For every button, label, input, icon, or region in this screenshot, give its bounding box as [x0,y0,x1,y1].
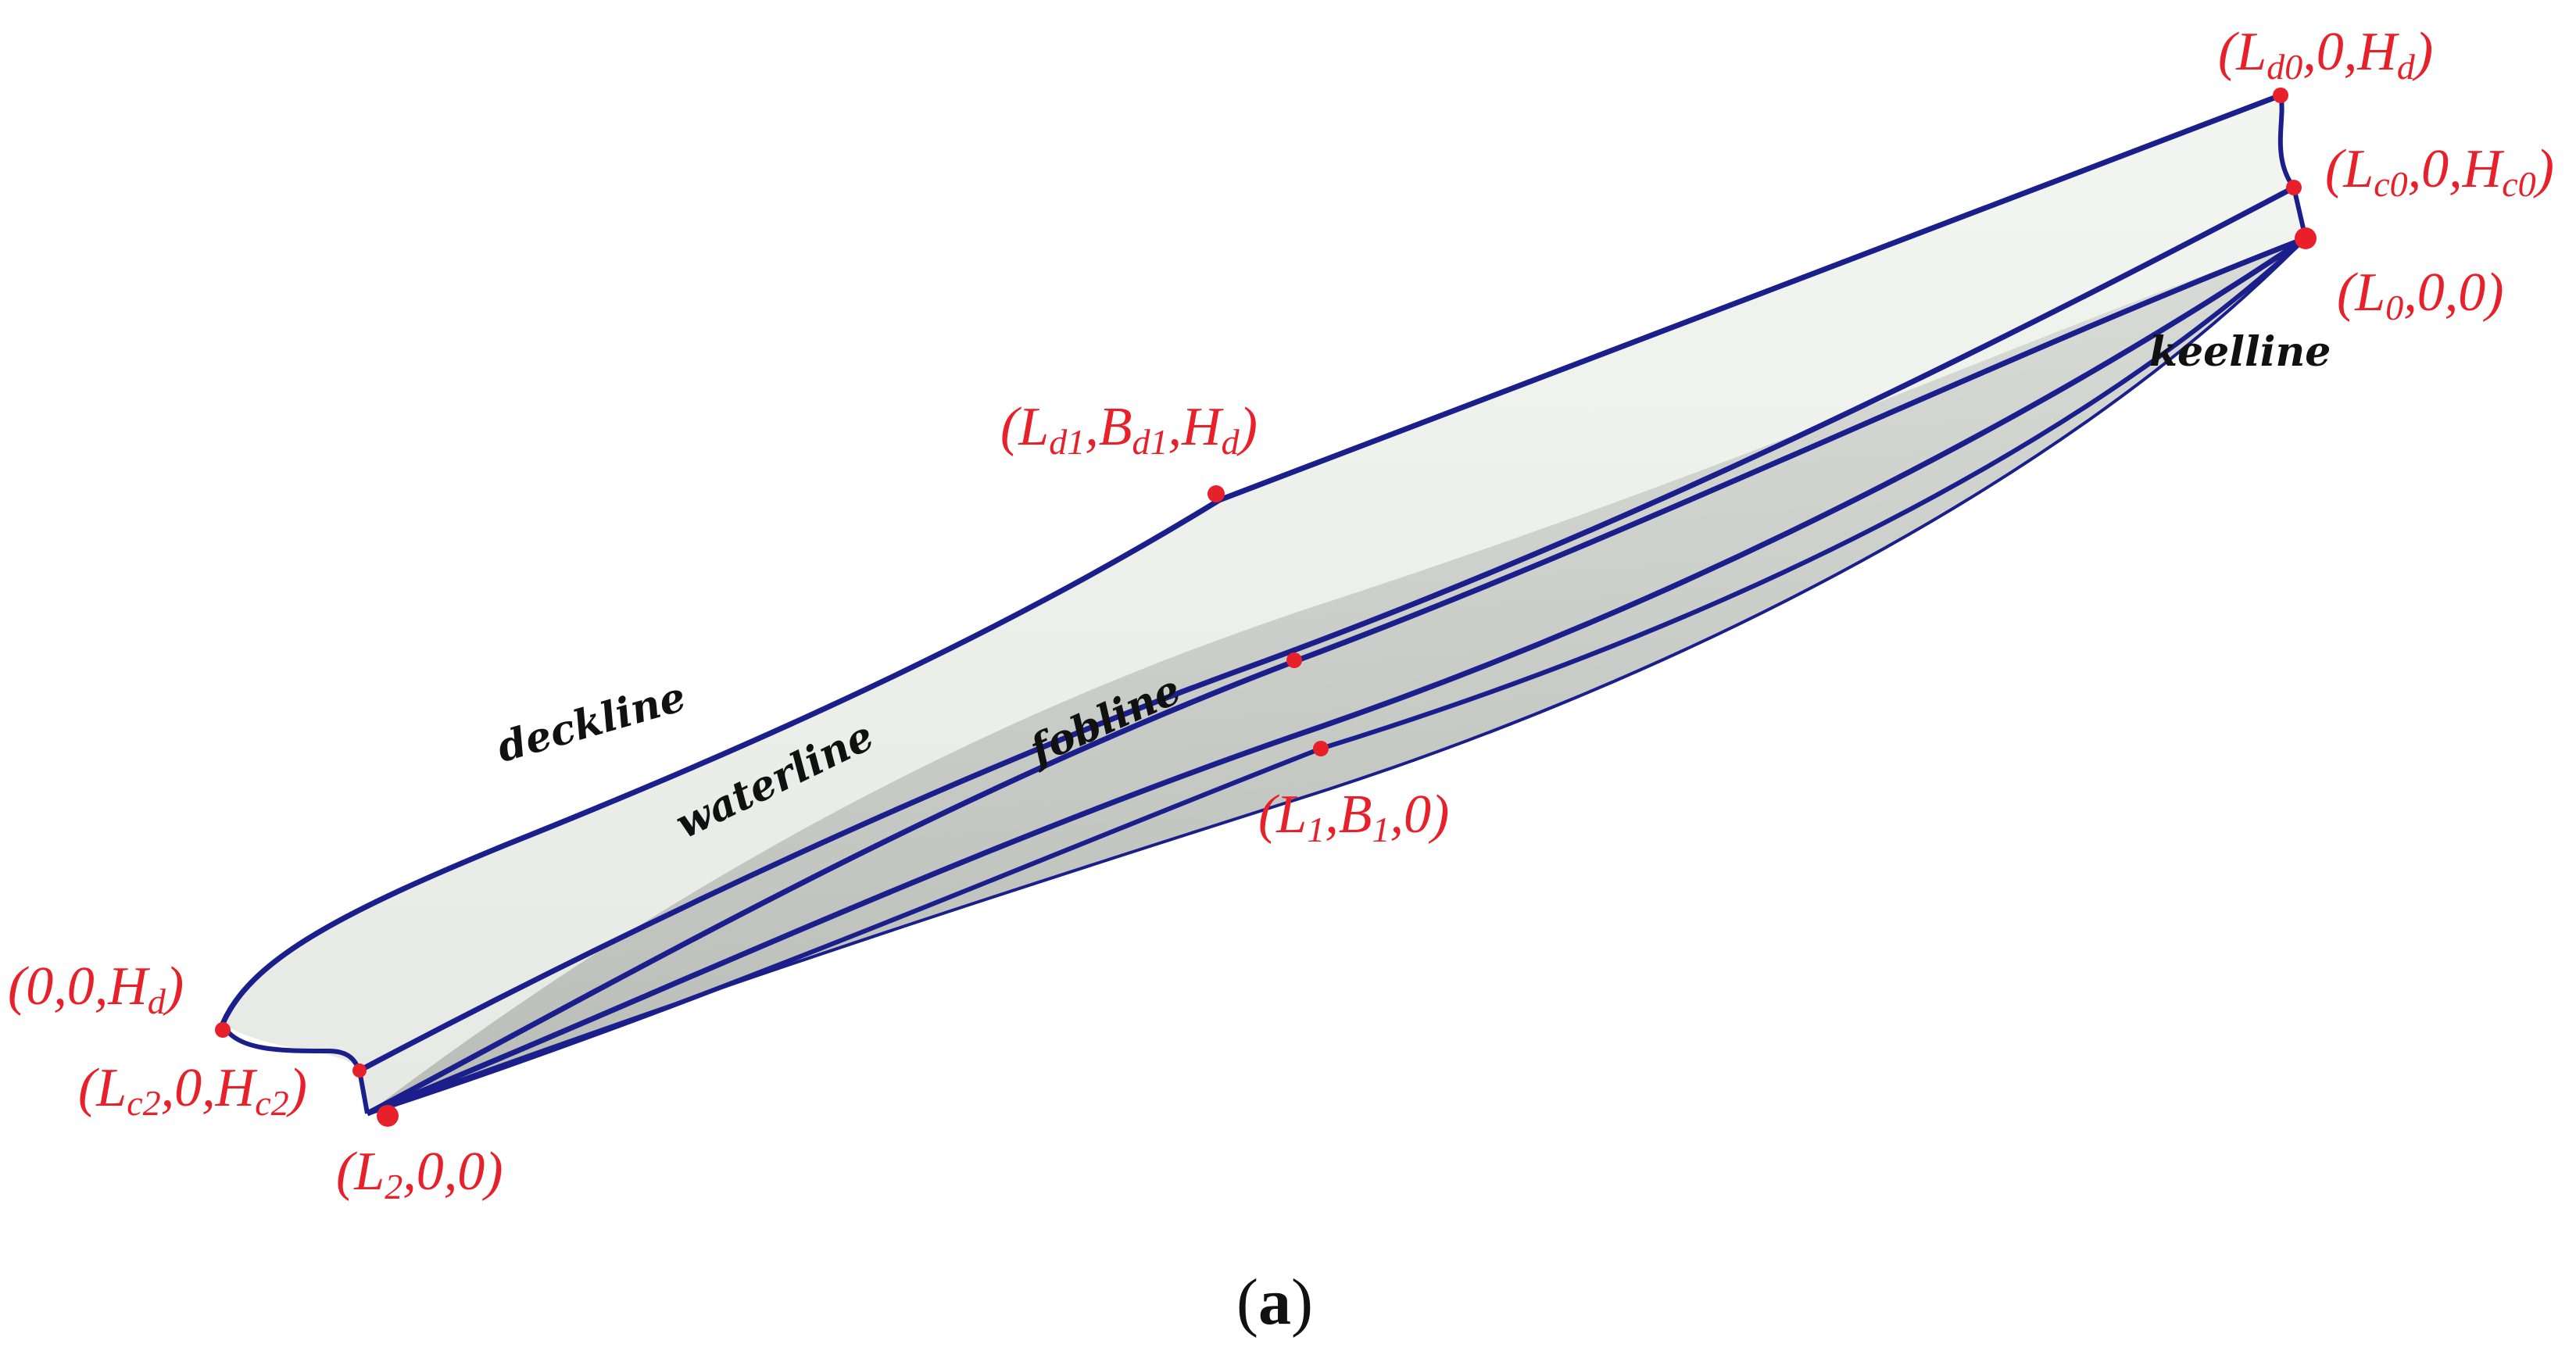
label-L0-0-0: (L0,0,0) [2337,263,2504,327]
point-Lc2-0-Hc2 [352,1064,367,1078]
point-Ld0-0-Hd [2273,88,2288,103]
point-L0-0-0 [2295,227,2317,249]
waterline-curve [358,184,2295,1074]
point-L1-B1-0 [1313,741,1329,756]
point-Ld1-Bd1-Hd [1208,485,1225,502]
label-Ld0-0-Hd: (Ld0,0,Hd) [2218,22,2434,87]
label-0-0-Hd: (0,0,Hd) [8,956,184,1021]
label-Lc2-0-Hc2: (Lc2,0,Hc2) [78,1058,307,1123]
point-L2-0-0 [377,1105,399,1127]
point-fob-mid [1286,652,1302,668]
label-L2-0-0: (L2,0,0) [336,1142,503,1206]
point-Lc0-0-Hc0 [2286,180,2302,195]
keelline-curve [367,237,2307,1115]
deckline-curve [220,92,2282,1025]
hull-underside [367,209,2306,1114]
label-L1-B1-0: (L1,B1,0) [1258,785,1450,849]
inner-line-2 [366,236,2307,1117]
bow-profile-curve [220,1022,370,1114]
label-Ld1-Bd1-Hd: (Ld1,Bd1,Hd) [1000,397,1258,462]
figure-caption: (a) [1236,1266,1313,1339]
point-0-0-Hd [215,1022,231,1038]
label-Lc0-0-Hc0: (Lc0,0,Hc0) [2325,139,2554,204]
hull-side-surface [223,95,2306,1114]
keelline-label: keelline [2149,328,2331,376]
